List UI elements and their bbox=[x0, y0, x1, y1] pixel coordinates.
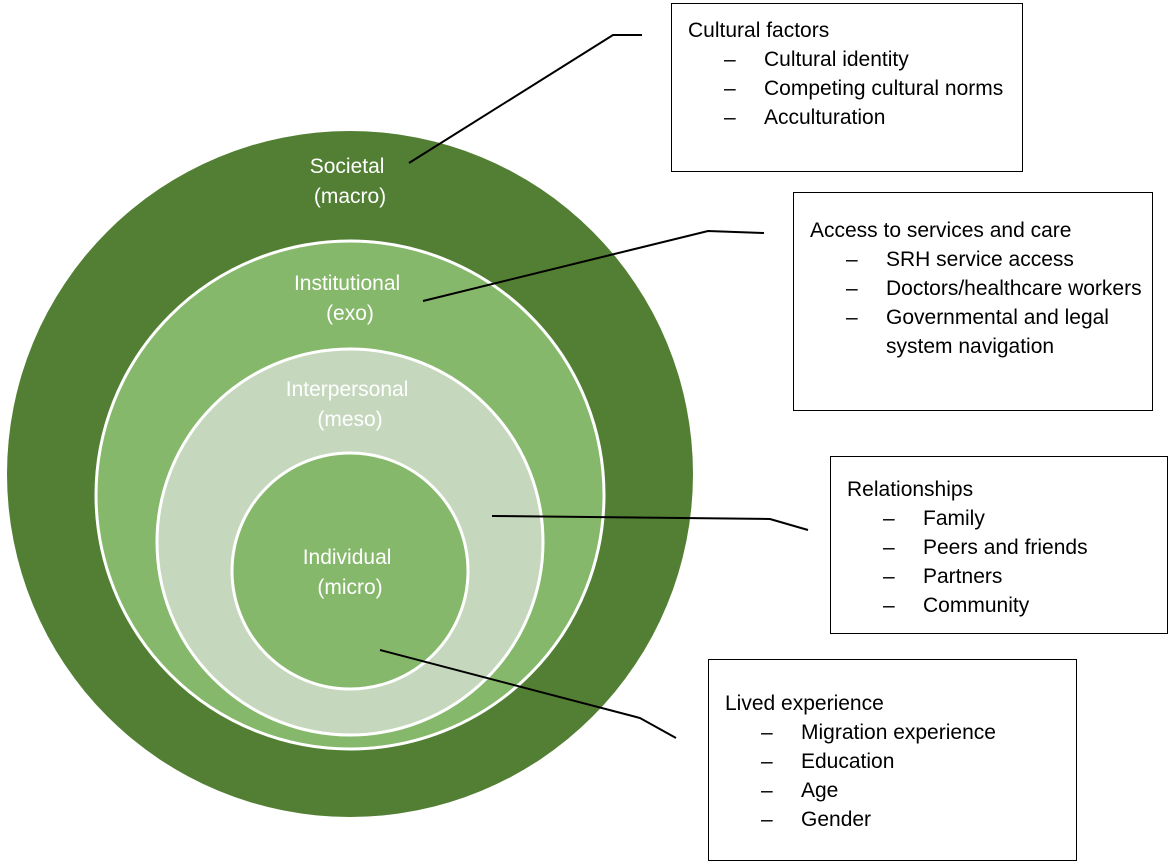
bullet-dash: – bbox=[761, 779, 773, 802]
lived-experience-title: Lived experience bbox=[725, 692, 884, 715]
bullet-dash: – bbox=[761, 808, 773, 831]
list-item-text: Competing cultural norms bbox=[764, 77, 1004, 100]
list-item: – Cultural identity bbox=[688, 45, 1012, 74]
individual-ring bbox=[230, 451, 470, 691]
bullet-dash: – bbox=[883, 507, 895, 530]
list-item-text: Doctors/healthcare workers bbox=[886, 277, 1142, 300]
list-item: – Doctors/healthcare workers bbox=[810, 274, 1146, 303]
list-item: – Governmental and legal system navigatio… bbox=[810, 303, 1146, 361]
cultural-factors-box: Cultural factors – Cultural identity – Comp… bbox=[671, 3, 1023, 172]
list-item-text: Education bbox=[801, 750, 895, 773]
bullet-dash: – bbox=[883, 594, 895, 617]
relationships-list: – Family – Peers and friends – Partners – Commu… bbox=[847, 504, 1161, 620]
list-item: – SRH service access bbox=[810, 245, 1146, 274]
institutional-label: Institutional (exo) bbox=[294, 272, 406, 325]
list-item: – Partners bbox=[847, 562, 1161, 591]
bullet-dash: – bbox=[846, 277, 858, 300]
list-item: – Community bbox=[847, 591, 1161, 620]
bullet-dash: – bbox=[724, 106, 736, 129]
lived-experience-list: – Migration experience – Education – Age – Gend… bbox=[725, 718, 1070, 834]
list-item: – Acculturation bbox=[688, 103, 1012, 132]
interpersonal-label: Interpersonal (meso) bbox=[286, 378, 414, 431]
bullet-dash: – bbox=[761, 750, 773, 773]
list-item: – Migration experience bbox=[725, 718, 1070, 747]
list-item-text: Age bbox=[801, 779, 839, 802]
list-item-text: Acculturation bbox=[764, 106, 886, 129]
cultural-factors-title: Cultural factors bbox=[688, 19, 830, 42]
bullet-dash: – bbox=[724, 48, 736, 71]
list-item: – Gender bbox=[725, 805, 1070, 834]
list-item-text: Governmental and legal system navigation bbox=[886, 306, 1109, 358]
relationships-box: Relationships –Family–Peers and friends–… bbox=[830, 456, 1168, 634]
bullet-dash: – bbox=[846, 306, 858, 329]
list-item-text: Migration experience bbox=[801, 721, 996, 744]
list-item-text: Family bbox=[923, 507, 985, 530]
connector-cultural bbox=[408, 34, 642, 164]
connector-relationships bbox=[491, 515, 809, 531]
bullet-dash: – bbox=[761, 721, 773, 744]
connector-lived bbox=[379, 649, 677, 739]
list-item: – Age bbox=[725, 776, 1070, 805]
access-services-title: Access to services and care bbox=[810, 219, 1072, 242]
connector-access bbox=[422, 229, 765, 302]
societal-label: Societal (macro) bbox=[310, 155, 391, 208]
individual-label: Individual (micro) bbox=[303, 546, 398, 599]
list-item: – Family bbox=[847, 504, 1161, 533]
list-item-text: Peers and friends bbox=[923, 536, 1088, 559]
list-item-text: Cultural identity bbox=[764, 48, 909, 71]
bullet-dash: – bbox=[883, 565, 895, 588]
lived-experience-box: Lived experience – Migration experience – E… bbox=[708, 659, 1077, 861]
cultural-factors-list: – Cultural identity – Competing cultural no… bbox=[688, 45, 1012, 132]
list-item-text: SRH service access bbox=[886, 248, 1074, 271]
access-services-list: – SRH service access – Doctors/healthcare w… bbox=[810, 245, 1146, 361]
bullet-dash: – bbox=[883, 536, 895, 559]
bullet-dash: – bbox=[724, 77, 736, 100]
list-item-text: Partners bbox=[923, 565, 1003, 588]
list-item: – Competing cultural norms bbox=[688, 74, 1012, 103]
bullet-dash: – bbox=[846, 248, 858, 271]
list-item: – Education bbox=[725, 747, 1070, 776]
list-item-text: Community bbox=[923, 594, 1030, 617]
list-item-text: Gender bbox=[801, 808, 872, 831]
list-item: – Peers and friends bbox=[847, 533, 1161, 562]
access-services-box: Access to services and care – SRH service… bbox=[793, 192, 1153, 411]
relationships-title: Relationships bbox=[847, 478, 974, 501]
